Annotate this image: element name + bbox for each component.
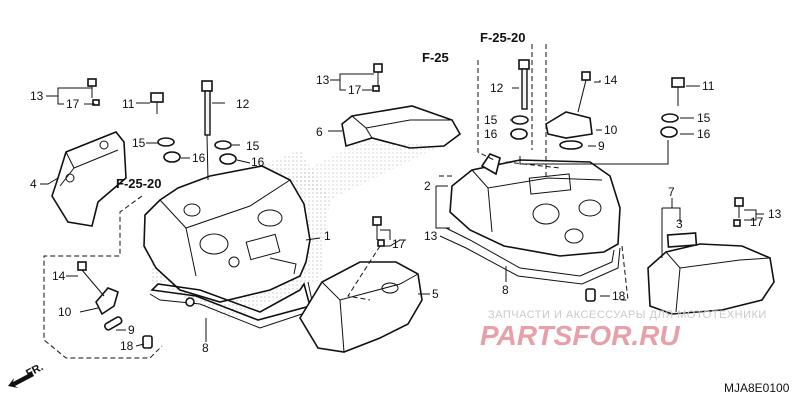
leader-lines [40,44,764,359]
label-17: 17 [392,237,406,251]
label-6: 6 [316,125,323,139]
label-10: 10 [58,305,72,319]
part-4-side-cover [51,131,127,227]
part-6-upper-cover [341,105,462,149]
label-15: 15 [697,111,711,125]
part-8-gasket-right [439,227,621,285]
label-18: 18 [120,339,134,353]
diagram-code: MJA8E0100 [724,381,790,395]
grommet-16-left [163,151,237,165]
part-9-seal-right [559,140,583,150]
callout-labels: 13 17 4 11 12 15 16 15 16 13 17 6 1 F-25… [30,30,782,355]
part-2-cylinder-head-cover-right [449,153,621,257]
part-18-plug-right [585,288,596,302]
grommet-16-far-right [660,126,678,138]
label-16: 16 [192,151,206,165]
label-16: 16 [251,155,265,169]
bolt-12-left [201,80,213,181]
part-18-plug-left [142,335,153,349]
label-17: 17 [750,215,764,229]
label-16: 16 [484,127,498,141]
label-12: 12 [490,81,504,95]
label-2: 2 [424,179,431,193]
watermark: ЗАПЧАСТИ И АКСЕССУАРЫ ДЛЯ МОТОТЕХНИКИ PA… [480,309,767,351]
part-10-bracket-left [77,261,119,316]
ref-f-25-20-top: F-25-20 [480,30,526,45]
watermark-brand: PARTSFOR.RU [480,320,680,351]
bolt-11-left [150,92,164,114]
label-15: 15 [246,139,260,153]
label-17: 17 [66,97,80,111]
label-7: 7 [668,185,675,199]
label-9: 9 [598,139,605,153]
ref-f-25-20-left: F-25-20 [116,176,162,191]
label-14: 14 [52,269,66,283]
label-11: 11 [122,97,135,111]
part-9-seal-left [104,316,123,331]
label-13: 13 [424,229,438,243]
front-label: FR. [24,361,45,380]
bolt-13-left [87,78,100,106]
label-15: 15 [132,136,146,150]
part-5-lower-cover [299,261,423,353]
label-10: 10 [604,123,618,137]
front-direction-arrow: FR. [8,361,45,388]
label-13: 13 [30,89,44,103]
washer-15-right [511,115,529,125]
label-18: 18 [612,289,626,303]
label-1: 1 [324,229,331,243]
part-1-cylinder-head-cover [143,150,330,320]
label-13: 13 [316,73,330,87]
bolt-12-right [518,59,530,110]
small-bolt-left-middle [185,297,195,307]
label-12: 12 [236,97,250,111]
part-3-side-cover-right [647,232,775,315]
label-8: 8 [502,283,509,297]
label-15: 15 [484,113,498,127]
label-4: 4 [30,177,37,191]
bolt-11-right [671,77,685,106]
ref-f-25: F-25 [422,50,449,65]
washer-15-left [157,137,232,150]
label-5: 5 [432,287,439,301]
bolt-13-middle [372,63,383,92]
label-17: 17 [348,83,362,97]
dot-shading [290,140,440,200]
label-16: 16 [697,127,711,141]
bolt-13-right-lower [733,197,744,227]
label-3: 3 [676,217,683,231]
washer-15-far-right [661,113,679,123]
label-14: 14 [604,73,618,87]
part-10-bracket-right [545,71,593,139]
label-13: 13 [768,207,782,221]
label-11: 11 [702,79,715,93]
bolt-13-lower-middle [372,216,385,247]
label-9: 9 [128,323,135,337]
label-8: 8 [202,341,209,355]
watermark-tagline: ЗАПЧАСТИ И АКСЕССУАРЫ ДЛЯ МОТОТЕХНИКИ [488,309,767,321]
grommet-16-right [510,128,528,140]
